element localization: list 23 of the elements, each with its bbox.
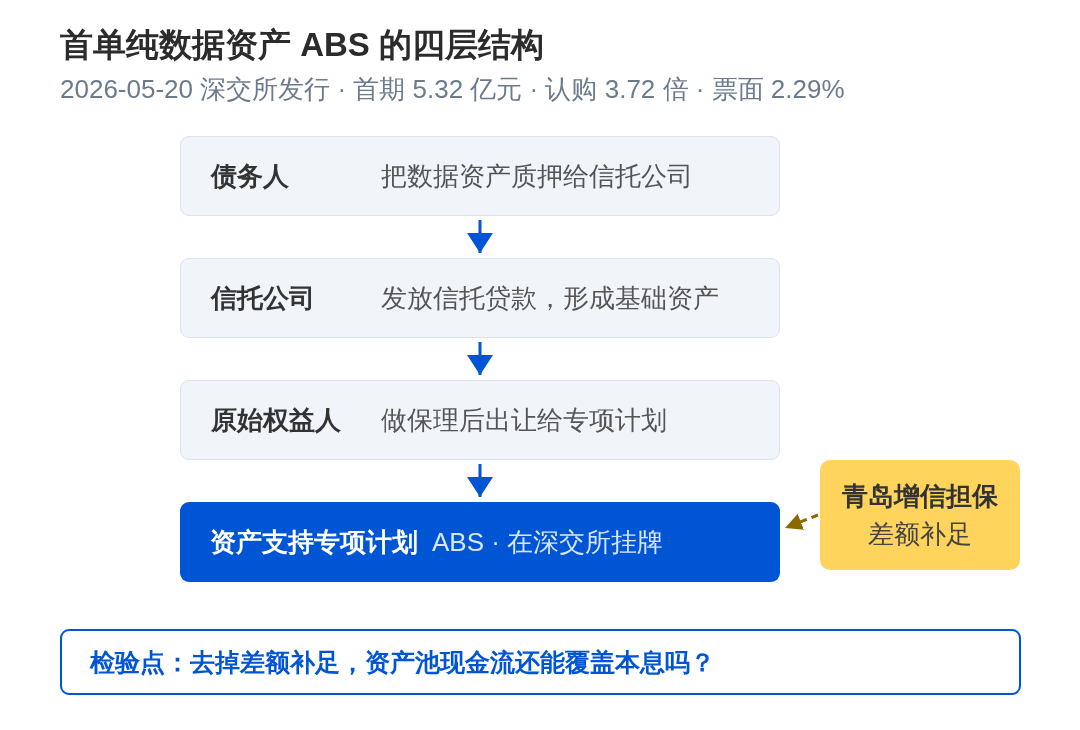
- step-box: [180, 258, 780, 338]
- arrow: [467, 342, 493, 375]
- note-text: 差额补足: [868, 518, 972, 551]
- step-title: 资产支持专项计划: [210, 526, 418, 559]
- step-description: 发放信托贷款，形成基础资产: [381, 282, 719, 315]
- note-title: 青岛增信担保: [842, 480, 998, 513]
- arrow: [467, 464, 493, 497]
- step-box: [180, 136, 780, 216]
- step-title: 信托公司: [211, 282, 316, 315]
- step-title: 债务人: [211, 160, 290, 193]
- step-description: 做保理后出让给专项计划: [381, 404, 667, 437]
- step-title: 原始权益人: [211, 404, 342, 437]
- dashed-arrow: [784, 513, 819, 530]
- arrow: [467, 220, 493, 253]
- question-box: [60, 629, 1021, 695]
- note-box: [820, 460, 1020, 570]
- question-text: 检验点：去掉差额补足，资产池现金流还能覆盖本息吗？: [90, 647, 715, 678]
- step-description: ABS · 在深交所挂牌: [432, 526, 664, 559]
- step-box: [180, 380, 780, 460]
- step-description: 把数据资产质押给信托公司: [381, 160, 693, 193]
- title: 首单纯数据资产 ABS 的四层结构: [60, 25, 544, 65]
- subtitle: 2026-05-20 深交所发行 · 首期 5.32 亿元 · 认购 3.72 倍 · 票面 2.29%: [60, 73, 845, 106]
- highlight-box: [180, 502, 780, 582]
